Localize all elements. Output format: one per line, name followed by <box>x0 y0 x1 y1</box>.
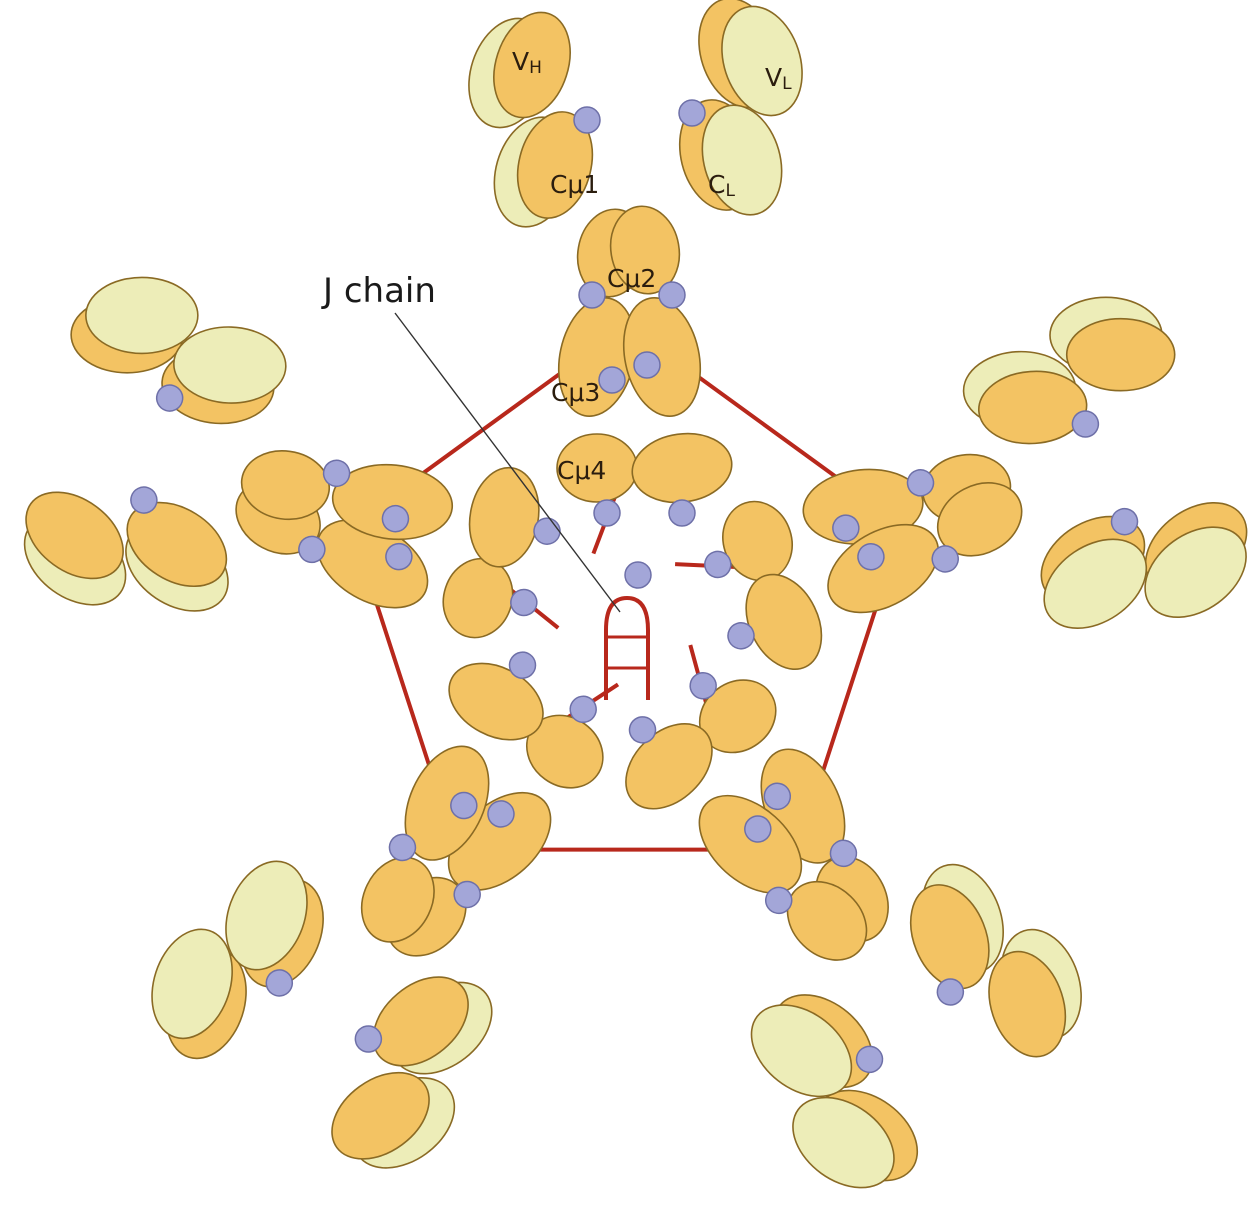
cmu1-label: Cμ1 <box>550 170 599 199</box>
carbohydrate-dot <box>599 367 625 393</box>
j-chain-crosslinks <box>606 637 648 668</box>
cmu2-label: Cμ2 <box>607 264 656 293</box>
j-chain <box>606 562 651 700</box>
vh-domain <box>1067 319 1175 391</box>
j-chain-label: J chain <box>321 271 436 311</box>
carbohydrate-dot <box>574 107 600 133</box>
cmu4-domain <box>731 562 836 682</box>
vl-domain <box>86 277 198 353</box>
igm-monomer <box>456 0 816 526</box>
carbohydrate-dot <box>634 352 660 378</box>
carbohydrate-dot <box>579 282 605 308</box>
cmu3-label: Cμ3 <box>551 378 600 407</box>
cmu4-domain <box>462 462 546 572</box>
carbohydrate-dot <box>679 100 705 126</box>
igm-monomer <box>527 586 1134 1213</box>
carbohydrate-dot <box>659 282 685 308</box>
igm-monomer <box>106 576 713 1213</box>
j-chain-loop <box>606 598 648 700</box>
carbohydrate-dot <box>594 500 620 526</box>
carbohydrate-dot <box>669 500 695 526</box>
cmu4-label: Cμ4 <box>557 456 606 485</box>
carbohydrate-dot <box>625 562 651 588</box>
cmu4-domain <box>628 427 736 508</box>
cmu3-domain <box>613 291 710 424</box>
